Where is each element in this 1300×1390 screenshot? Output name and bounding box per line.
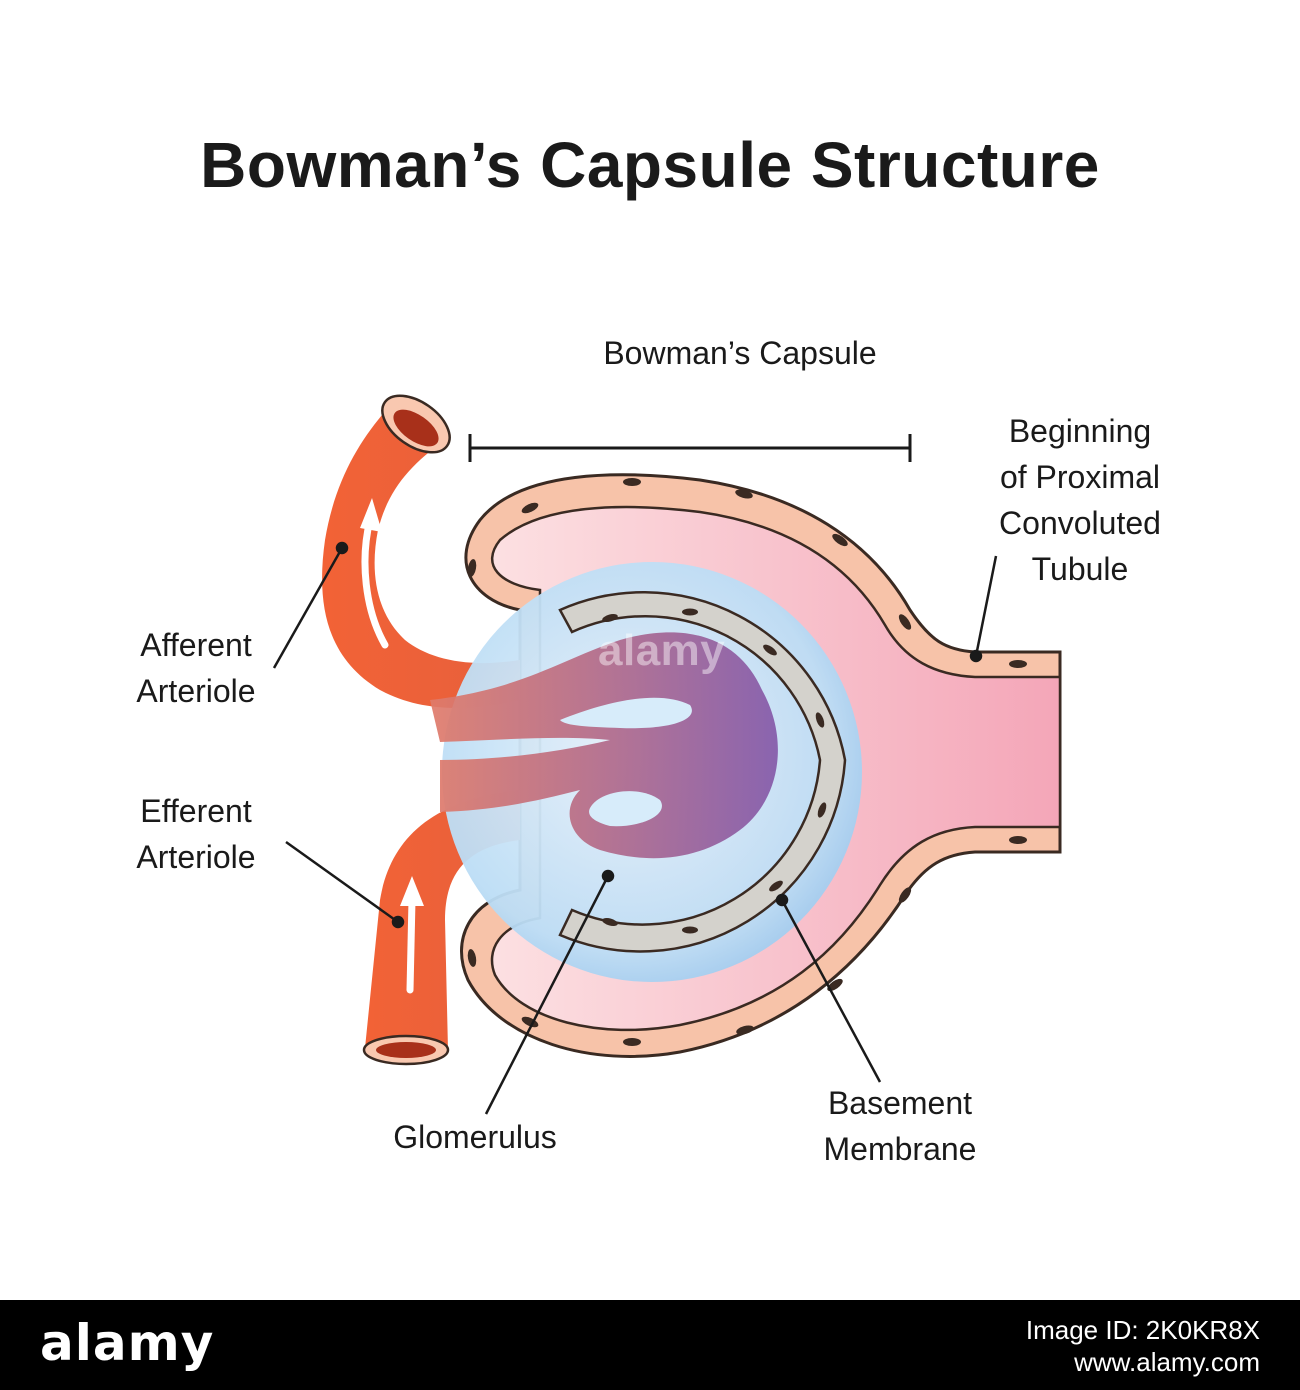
efferent-arteriole [365, 790, 520, 1050]
visceral-cell-nuclei [602, 608, 827, 934]
parietal-cell-nuclei [467, 478, 1027, 1046]
basement-membrane-ring [558, 591, 847, 953]
leader-lines [272, 541, 998, 1115]
capsule-dimension-bracket [468, 434, 912, 462]
image-id-block: Image ID: 2K0KR8X www.alamy.com [1026, 1314, 1260, 1378]
glomerulus-tuft [430, 632, 778, 859]
flow-arrows [361, 516, 416, 994]
page-title: Bowman’s Capsule Structure [200, 129, 1100, 201]
diagram: alamy Bowman’s Capsule Structure Bowman’… [136, 129, 1161, 1167]
label-afferent-arteriole: Afferent Arteriole [136, 627, 256, 709]
glomerulus-loop [560, 697, 692, 729]
site-url[interactable]: www.alamy.com [1074, 1347, 1260, 1377]
afferent-arteriole [322, 408, 520, 709]
image-id: Image ID: 2K0KR8X [1025, 1315, 1260, 1345]
stock-footer-bar: alamy Image ID: 2K0KR8X www.alamy.com [0, 1300, 1300, 1390]
label-glomerulus: Glomerulus [393, 1119, 557, 1155]
bowmans-capsule-illustration [272, 394, 1062, 1115]
brand-logo: alamy [40, 1314, 215, 1372]
watermark-text: alamy [598, 626, 726, 675]
label-efferent-arteriole: Efferent Arteriole [136, 793, 256, 875]
label-bowmans-capsule: Bowman’s Capsule [603, 335, 877, 371]
label-basement-membrane: Basement Membrane [823, 1085, 977, 1167]
label-proximal-tubule: Beginning of Proximal Convoluted Tubule [999, 413, 1161, 587]
